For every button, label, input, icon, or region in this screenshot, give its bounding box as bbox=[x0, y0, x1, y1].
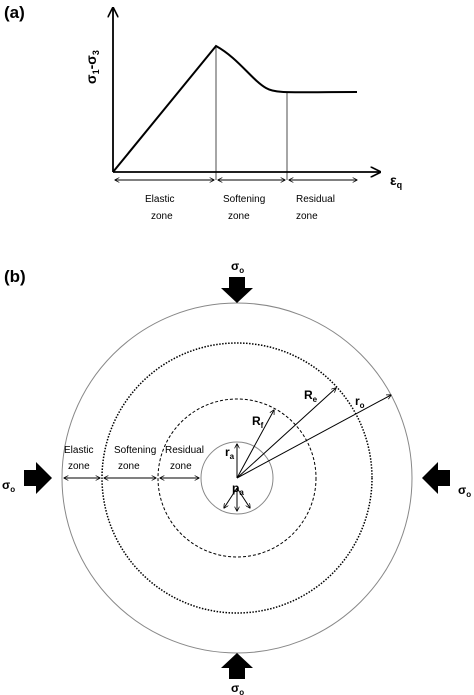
residual-zone-label-1: Residual bbox=[296, 194, 335, 205]
top-load-arrow-icon bbox=[221, 277, 253, 303]
left-load-arrow-icon bbox=[24, 462, 52, 494]
rf-label: Rf bbox=[252, 414, 264, 430]
re-arrow bbox=[236, 388, 336, 479]
elastic-zone-label-2: zone bbox=[151, 211, 173, 222]
stress-label-bottom: σo bbox=[231, 681, 244, 695]
residual-zone-label-b-1: Residual bbox=[165, 445, 204, 456]
residual-zone-label-b-2: zone bbox=[170, 461, 192, 472]
x-axis-label: εq bbox=[390, 172, 402, 190]
panel-b-label: (b) bbox=[4, 267, 26, 286]
pa-label: pa bbox=[232, 481, 244, 497]
pa-arrow-right bbox=[236, 487, 250, 508]
panel-a: (a) σ1-σ3 εq Elastic zone Softening zone… bbox=[4, 3, 402, 222]
pa-arrow-left bbox=[224, 487, 238, 508]
softening-zone-label-1: Softening bbox=[223, 194, 265, 205]
ro-arrow bbox=[236, 395, 391, 479]
residual-boundary-circle bbox=[157, 398, 317, 558]
elastic-zone-label-1: Elastic bbox=[145, 194, 174, 205]
softening-zone-label-b-2: zone bbox=[118, 461, 140, 472]
elastic-plastic-boundary-circle bbox=[101, 342, 373, 614]
stress-label-left: σo bbox=[2, 478, 15, 494]
right-load-arrow-icon bbox=[422, 462, 450, 494]
ra-label: ra bbox=[225, 445, 235, 461]
re-label: Re bbox=[304, 388, 318, 404]
elastic-zone-label-b-1: Elastic bbox=[64, 445, 93, 456]
bottom-load-arrow-icon bbox=[221, 653, 253, 679]
softening-zone-label-b-1: Softening bbox=[114, 445, 156, 456]
stress-label-right: σo bbox=[458, 483, 471, 499]
y-axis-label: σ1-σ3 bbox=[83, 50, 101, 84]
stress-strain-curve bbox=[112, 44, 358, 173]
stress-label-top: σo bbox=[231, 259, 244, 275]
panel-b: (b) σo σo σo σo Elastic zone Softening z… bbox=[2, 259, 471, 695]
residual-zone-label-2: zone bbox=[296, 211, 318, 222]
softening-zone-label-2: zone bbox=[228, 211, 250, 222]
elastic-zone-label-b-2: zone bbox=[68, 461, 90, 472]
opening-circle bbox=[200, 441, 274, 515]
panel-a-label: (a) bbox=[4, 3, 25, 22]
ro-label: ro bbox=[355, 394, 365, 410]
rf-arrow bbox=[236, 410, 274, 479]
